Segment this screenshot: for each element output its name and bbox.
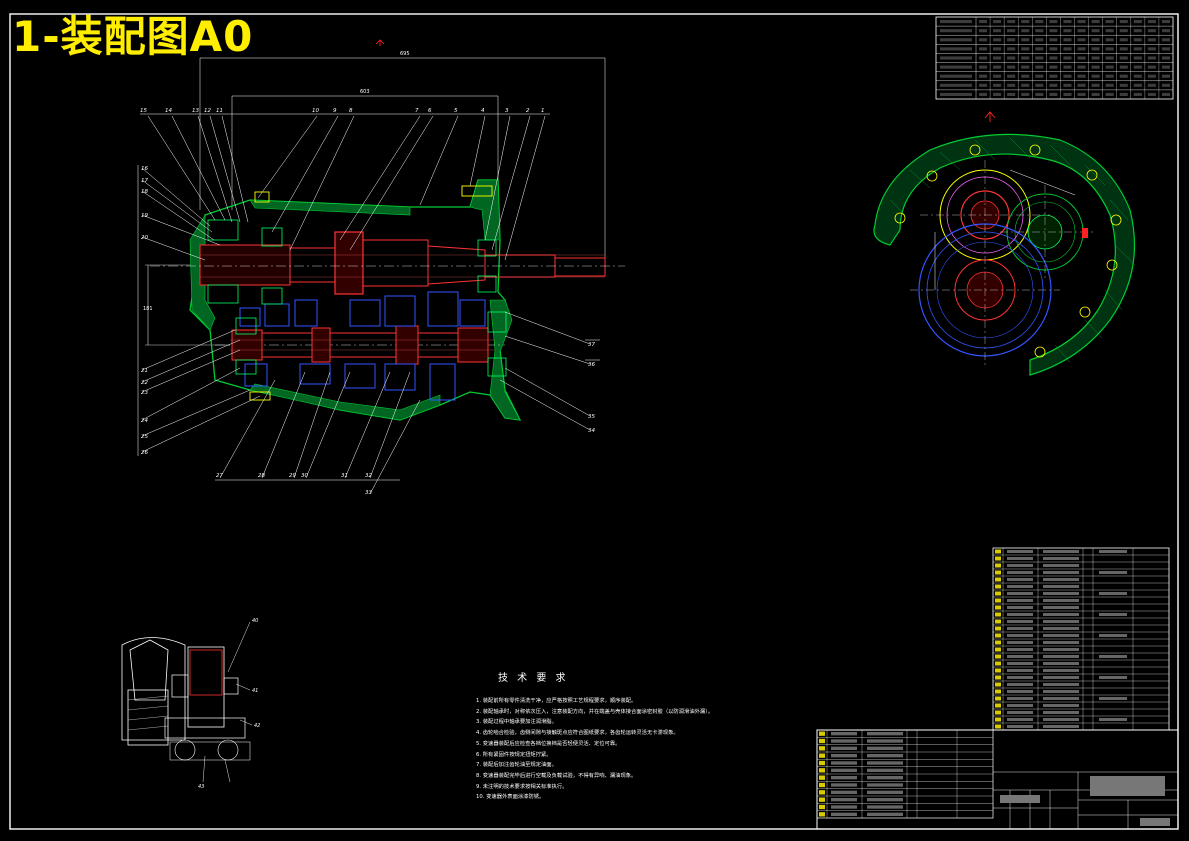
callout-24: 24 [141, 418, 148, 424]
callout-7: 7 [415, 108, 419, 114]
tech-req-item: 10. 变速器外表面涂漆防锈。 [476, 794, 545, 801]
main-section-view: 695 603 181 [137, 39, 625, 496]
callout-33: 33 [365, 490, 372, 496]
tech-req-item: 1. 装配前所有零件清洗干净，应严格按照工艺规程要求，顺序装配。 [476, 698, 637, 704]
sheet-banner: 1-装配图A0 [12, 12, 254, 61]
technical-requirements-list: 1. 装配前所有零件清洗干净，应严格按照工艺规程要求，顺序装配。 2. 装配轴承… [476, 696, 806, 803]
callout-17: 17 [141, 178, 148, 184]
callout-15: 15 [140, 108, 147, 114]
svg-text:181: 181 [143, 306, 153, 312]
callout-13: 13 [192, 108, 199, 114]
technical-requirements-title: 技 术 要 求 [498, 673, 569, 684]
tech-req-item: 4. 齿轮啮合检验，齿侧间隙与接触斑点应符合图纸要求，各齿轮运转灵活无卡滞现象。 [476, 730, 679, 737]
callout-6: 6 [428, 108, 432, 114]
detail-callout-40: 40 [252, 618, 258, 624]
callout-5: 5 [454, 108, 458, 114]
callout-22: 22 [141, 380, 148, 386]
callout-27: 27 [216, 473, 223, 479]
callout-16: 16 [141, 166, 148, 172]
title-block [816, 729, 1179, 830]
callout-1: 1 [541, 108, 545, 114]
callout-30: 30 [301, 473, 308, 479]
callout-12: 12 [204, 108, 211, 114]
detail-callout-41: 41 [252, 688, 258, 694]
svg-text:603: 603 [360, 89, 370, 95]
parts-list [816, 547, 1170, 819]
callout-28: 28 [258, 473, 265, 479]
drawing-border [9, 13, 1179, 830]
tech-req-item: 9. 未注明的技术要求按相关标准执行。 [476, 783, 568, 790]
callout-2: 2 [526, 108, 530, 114]
tech-req-item: 8. 变速器装配完毕后进行空载及负载试验，不得有异响、漏油现象。 [476, 772, 637, 779]
callout-10: 10 [312, 108, 319, 114]
side-view [873, 111, 1136, 376]
callout-34: 34 [588, 428, 595, 434]
callout-23: 23 [141, 390, 148, 396]
callout-32: 32 [365, 473, 372, 479]
tech-req-item: 5. 变速器装配后应检查各档位换档是否轻便灵活、定位可靠。 [476, 740, 621, 747]
callout-20: 20 [141, 235, 148, 241]
callout-21: 21 [141, 368, 148, 374]
callout-31: 31 [341, 473, 348, 479]
detail-callout-43: 43 [198, 784, 204, 790]
callout-25: 25 [141, 434, 148, 440]
callout-9: 9 [333, 108, 337, 114]
callout-36: 36 [588, 362, 595, 368]
callout-4: 4 [481, 108, 485, 114]
callout-26: 26 [141, 450, 148, 456]
callout-37: 37 [588, 342, 595, 348]
tech-req-item: 7. 装配后加注齿轮油至规定油面。 [476, 762, 557, 769]
callout-29: 29 [289, 473, 296, 479]
callout-35: 35 [588, 414, 595, 420]
tech-req-item: 6. 所有紧固件按规定扭矩拧紧。 [476, 751, 552, 758]
tech-req-item: 3. 装配过程中轴承要加注润滑脂。 [476, 719, 557, 726]
callout-11: 11 [216, 108, 223, 114]
callout-3: 3 [505, 108, 509, 114]
svg-text:695: 695 [400, 51, 410, 57]
callout-18: 18 [141, 189, 148, 195]
callout-8: 8 [349, 108, 353, 114]
callout-14: 14 [165, 108, 172, 114]
gear-parameter-table [935, 16, 1174, 100]
callout-19: 19 [141, 213, 148, 219]
tech-req-item: 2. 装配轴承时，对称依次压入，注意装配方向，并在端盖与壳体接合面涂密封胶（以防… [476, 708, 714, 715]
detail-view: 40 41 42 43 [121, 618, 260, 790]
detail-callout-42: 42 [254, 723, 260, 729]
